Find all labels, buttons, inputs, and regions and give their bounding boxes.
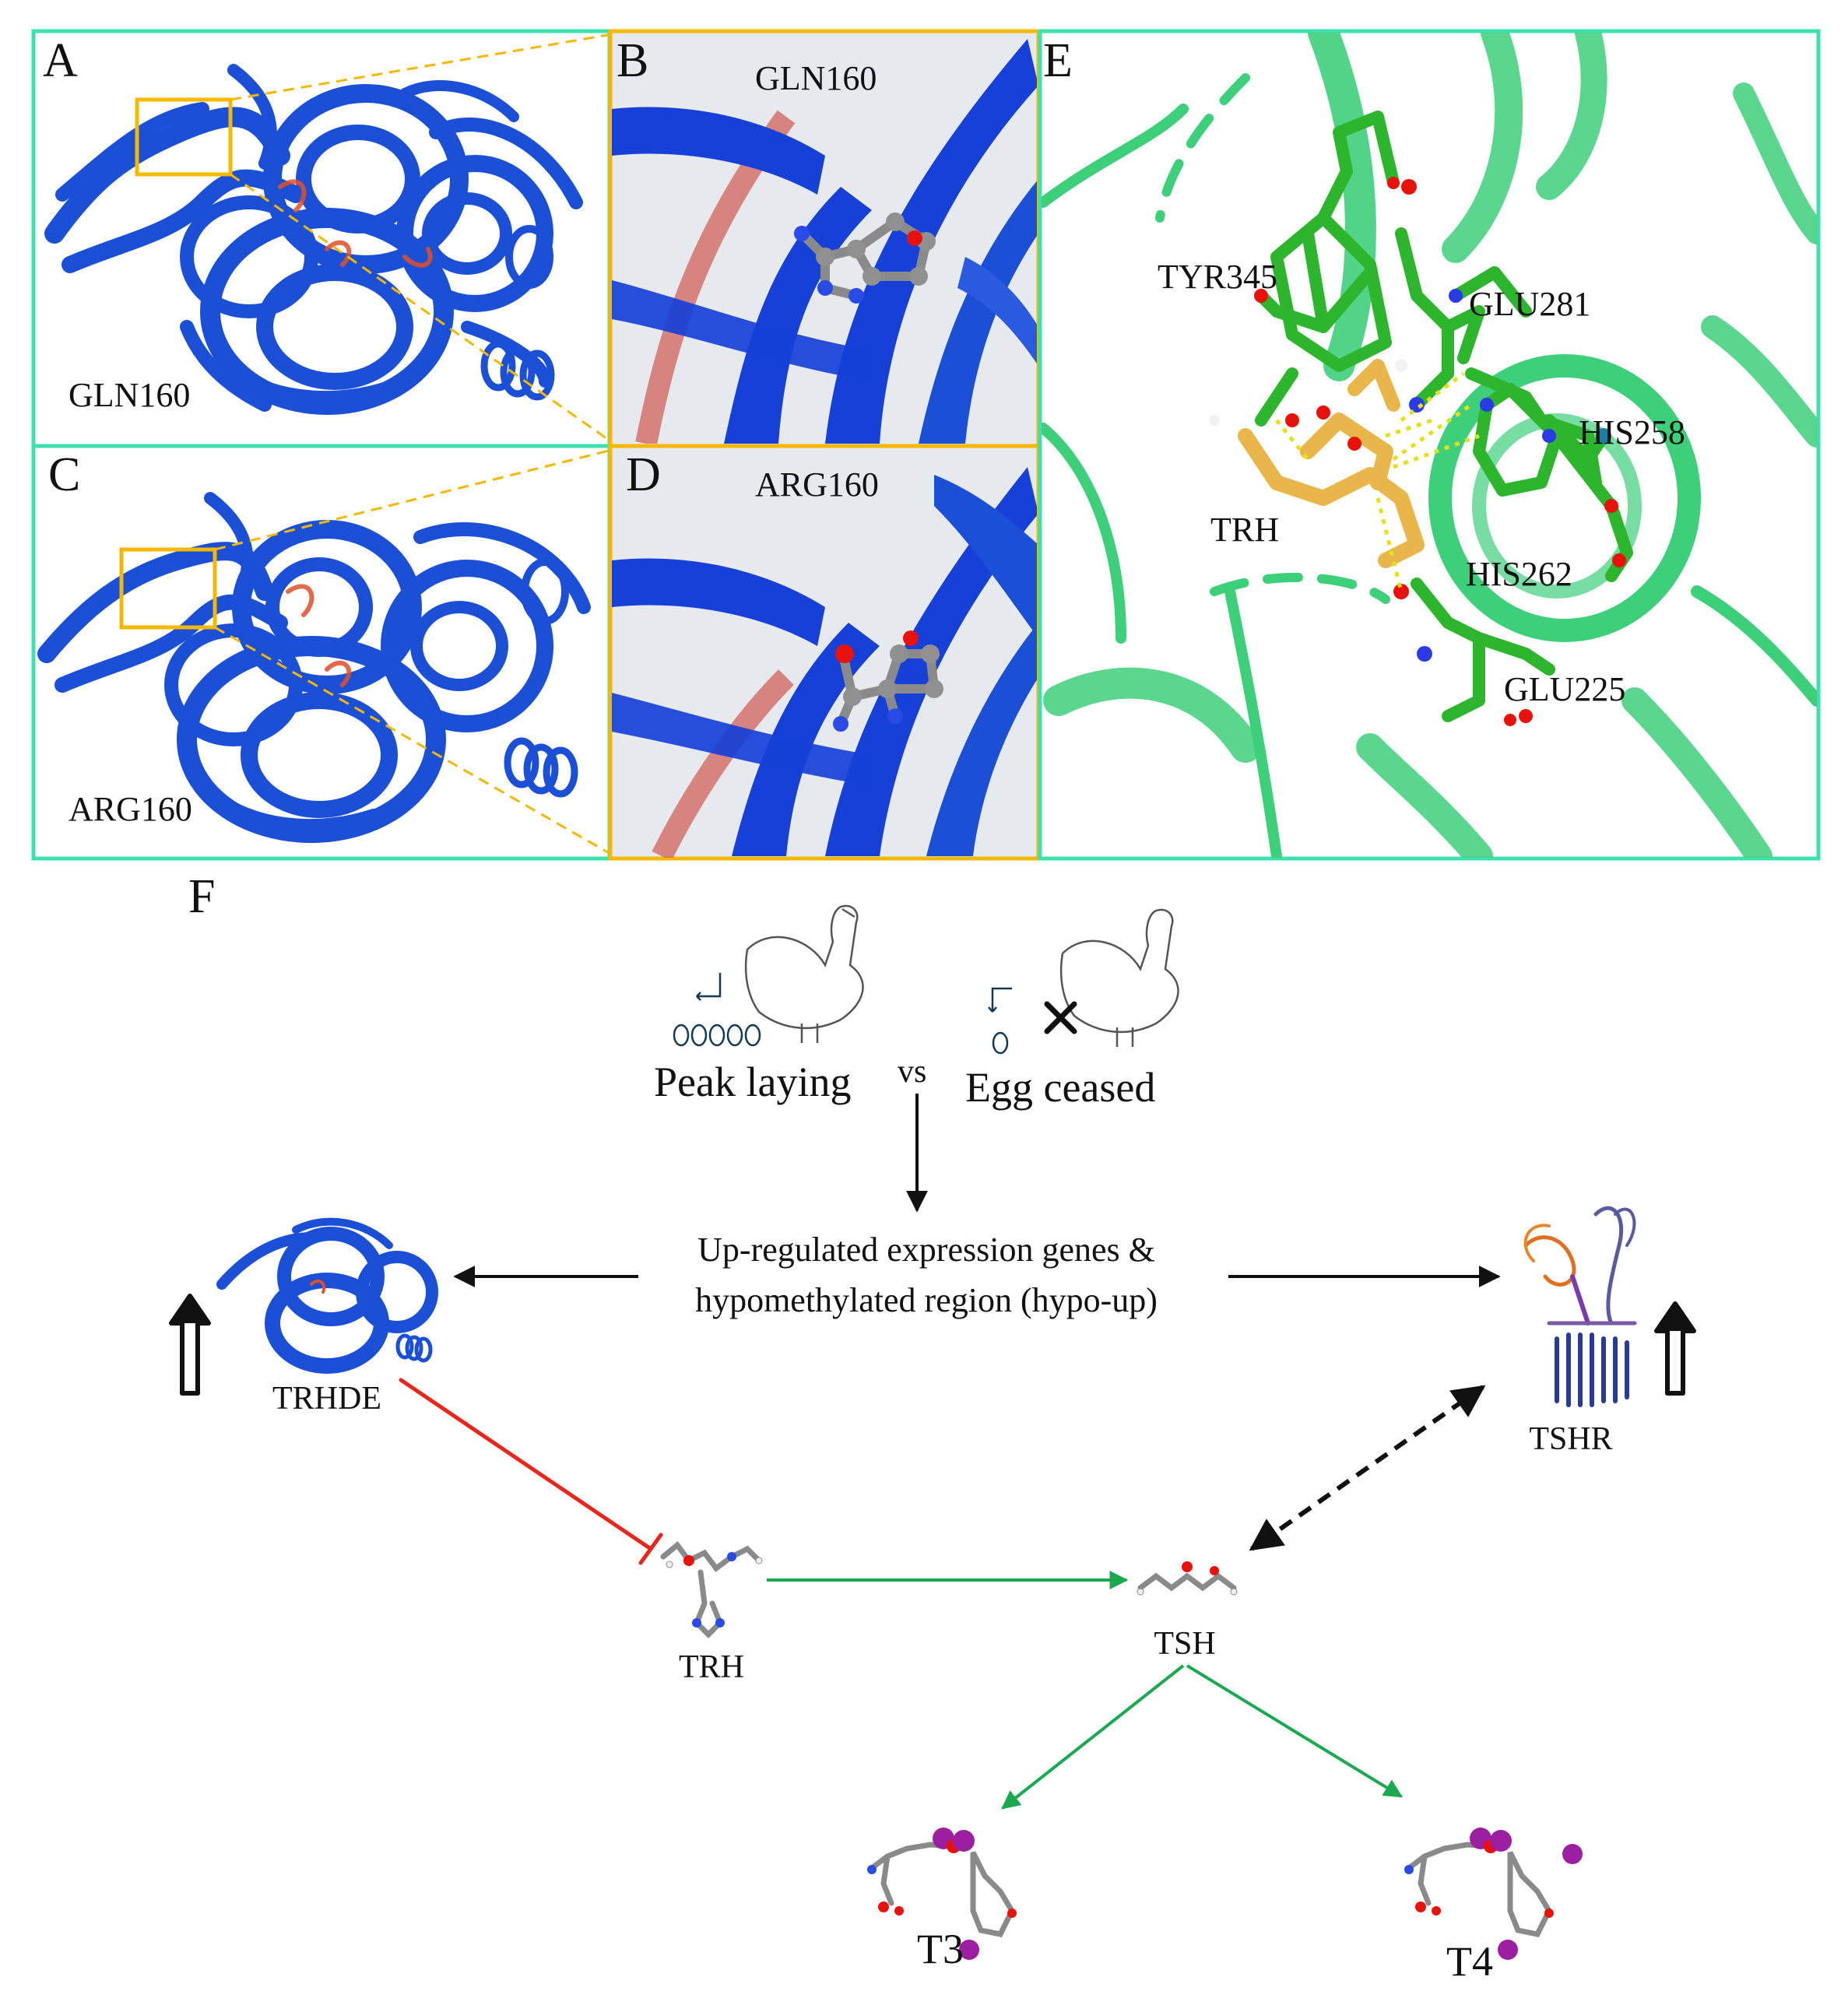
- goose-egg-ceased: [1059, 908, 1179, 1047]
- tsh-molecule-icon: [1137, 1561, 1238, 1596]
- hormone-label-t3: T3: [917, 1926, 964, 1972]
- cross-icon: [1044, 1001, 1077, 1034]
- protein-structure-arg160: [37, 492, 591, 843]
- panel-d-letter: D: [626, 448, 661, 501]
- up-arrow-icon-trhde: [169, 1294, 211, 1396]
- t4-molecule-icon: [1404, 1828, 1583, 1960]
- residue-label-his262: HIS262: [1466, 555, 1572, 593]
- panel-b: B GLN160: [608, 29, 1041, 448]
- panel-d: D ARG160: [608, 444, 1041, 861]
- regulation-line-1: Up-regulated expression genes &: [697, 1231, 1155, 1269]
- gene-label-trhde: TRHDE: [272, 1381, 381, 1417]
- hormone-label-tsh: TSH: [1154, 1626, 1215, 1662]
- zoom-box-a: [135, 97, 233, 177]
- panel-e-frame: [1038, 29, 1821, 861]
- panel-c-residue-label: ARG160: [69, 790, 192, 828]
- panel-b-letter: B: [617, 34, 648, 87]
- residue-label-his258: HIS258: [1579, 413, 1685, 451]
- condition-peak-laying: Peak laying: [654, 1059, 851, 1105]
- zoom-box-c: [119, 547, 217, 630]
- residue-label-tyr345: TYR345: [1158, 258, 1277, 296]
- arrow-tsh-to-t4: [1186, 1664, 1404, 1798]
- gene-label-tshr: TSHR: [1529, 1421, 1612, 1457]
- t3-molecule-icon: [867, 1828, 1017, 1960]
- hormone-label-trh: TRH: [679, 1649, 744, 1685]
- protein-structure-gln160: [44, 64, 583, 415]
- panel-a: A GLN160: [31, 29, 613, 448]
- panel-d-residue-label: ARG160: [755, 465, 879, 504]
- zoom-structure-gln160: [612, 39, 1037, 444]
- regulation-line-2: hypomethylated region (hypo-up): [695, 1281, 1158, 1319]
- panel-a-residue-label: GLN160: [69, 376, 190, 414]
- interaction-arrow-tsh-tshr: [1249, 1385, 1486, 1551]
- panel-e: E TYR345 GLU281 HIS258 HIS262 GLU225 TRH: [1038, 29, 1821, 861]
- zoom-structure-arg160: [612, 467, 1037, 858]
- panel-f-letter: F: [188, 870, 215, 923]
- arrow-tsh-to-t3: [1001, 1664, 1185, 1810]
- panel-f: F Peak laying vs Egg: [169, 870, 1696, 1985]
- inhibition-arrow-trhde-trh: [399, 1378, 663, 1565]
- hetero-atoms-e: [1209, 177, 1626, 726]
- panel-c-letter: C: [48, 448, 80, 501]
- panel-e-letter: E: [1043, 34, 1073, 87]
- hydrogen-bonds-e: [1275, 372, 1480, 592]
- zoom-lines-a: [230, 33, 613, 444]
- panel-a-letter: A: [43, 34, 78, 87]
- tshr-structure-icon: [1523, 1206, 1637, 1407]
- single-egg-icon: [988, 987, 1012, 1055]
- panel-c: C ARG160: [31, 444, 613, 861]
- condition-egg-ceased: Egg ceased: [965, 1064, 1155, 1111]
- trh-molecule-icon: [660, 1540, 763, 1638]
- hormone-label-t4: T4: [1446, 1938, 1493, 1985]
- residue-label-glu281: GLU281: [1469, 285, 1590, 323]
- binding-pocket-view: [1042, 33, 1817, 858]
- up-arrow-icon-tshr: [1654, 1301, 1696, 1396]
- egg-row-icon: [673, 973, 761, 1047]
- panel-b-residue-label: GLN160: [755, 59, 877, 97]
- ligand-label-trh: TRH: [1210, 511, 1279, 549]
- zoom-lines-c: [214, 448, 613, 856]
- residue-label-glu225: GLU225: [1504, 670, 1625, 708]
- ball-stick-gln160: [794, 212, 936, 304]
- trhde-structure-icon: [216, 1217, 438, 1374]
- ball-stick-arg160: [833, 630, 943, 732]
- vs-label: vs: [898, 1054, 926, 1090]
- goose-peak-laying: [744, 904, 864, 1043]
